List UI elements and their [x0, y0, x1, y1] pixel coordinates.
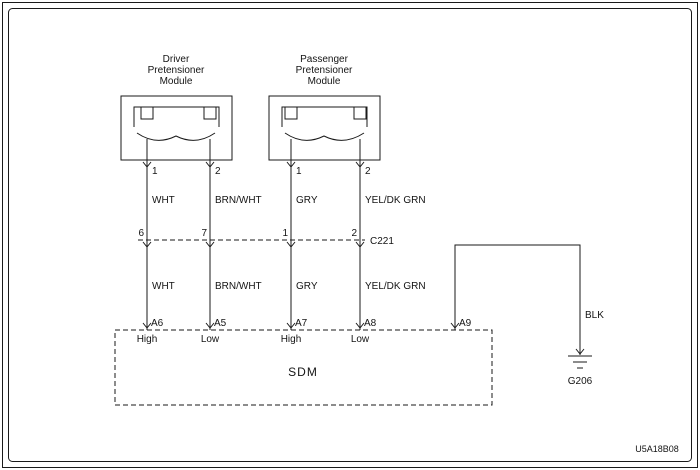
sdm-pin-a6: A6 — [151, 318, 164, 329]
c221-pin-6: 6 — [138, 228, 144, 239]
sdm-pin-a5: A5 — [214, 318, 227, 329]
sdm-signal-high-2: High — [281, 334, 302, 345]
arrow-down-icon — [286, 161, 296, 168]
sdm-signal-low-2: Low — [351, 334, 370, 345]
ground-branch: BLK G206 — [568, 310, 604, 387]
sdm-label: SDM — [288, 365, 318, 379]
passenger-module-name-line3: Module — [308, 76, 341, 87]
inner-border — [8, 8, 692, 462]
module-pin-arrows: 1 2 1 2 — [142, 161, 371, 177]
sdm-box — [114, 329, 493, 406]
driver-module-name-line1: Driver — [163, 54, 190, 65]
wire-label-blk: BLK — [585, 310, 604, 321]
wire-label-wht: WHT — [152, 281, 175, 292]
connector-c221: 6 7 1 2 C221 — [138, 228, 394, 248]
sdm-pin-a9: A9 — [459, 318, 472, 329]
arrow-down-icon — [286, 322, 296, 329]
passenger-module-name-line1: Passenger — [300, 54, 348, 65]
arrow-down-icon — [142, 241, 152, 248]
passenger-module-name-line2: Pretensioner — [296, 65, 353, 76]
upper-wire-labels: WHT BRN/WHT GRY YEL/DK GRN — [152, 195, 426, 206]
driver-pin-2-label: 2 — [215, 166, 221, 177]
driver-pretensioner-symbol-icon — [133, 106, 220, 160]
passenger-pretensioner-symbol-icon — [281, 106, 368, 160]
c221-pin-2: 2 — [351, 228, 357, 239]
c221-pin-1: 1 — [282, 228, 288, 239]
passenger-pin-2-label: 2 — [365, 166, 371, 177]
arrow-down-icon — [355, 241, 365, 248]
c221-pin-7: 7 — [201, 228, 207, 239]
ground-id-label: G206 — [568, 376, 593, 387]
arrow-down-icon — [575, 348, 585, 355]
arrow-down-icon — [355, 161, 365, 168]
passenger-module-box — [268, 95, 381, 161]
wire-ground-line — [454, 244, 581, 355]
arrow-down-icon — [205, 322, 215, 329]
driver-module-name-line3: Module — [160, 76, 193, 87]
wire-label-brn-wht: BRN/WHT — [215, 281, 262, 292]
arrow-down-icon — [286, 241, 296, 248]
sdm-pin-a7: A7 — [295, 318, 308, 329]
wire-label-yel-dkgrn: YEL/DK GRN — [365, 281, 426, 292]
wire-label-yel-dkgrn: YEL/DK GRN — [365, 195, 426, 206]
driver-module-name-line2: Pretensioner — [148, 65, 205, 76]
arrow-down-icon — [450, 322, 460, 329]
wire-label-gry: GRY — [296, 281, 318, 292]
passenger-pin-1-label: 1 — [296, 166, 302, 177]
c221-label: C221 — [370, 236, 394, 247]
sdm-pin-a8: A8 — [364, 318, 377, 329]
arrow-down-icon — [355, 322, 365, 329]
sdm-signal-high-1: High — [137, 334, 158, 345]
arrow-down-icon — [205, 241, 215, 248]
wire-label-wht: WHT — [152, 195, 175, 206]
driver-pretensioner-module: Driver Pretensioner Module — [120, 54, 233, 161]
passenger-pretensioner-module: Passenger Pretensioner Module — [268, 54, 381, 161]
sdm-signal-low-1: Low — [201, 334, 220, 345]
driver-module-box — [120, 95, 233, 161]
lower-wire-labels: WHT BRN/WHT GRY YEL/DK GRN — [152, 281, 426, 292]
wire-label-gry: GRY — [296, 195, 318, 206]
ground-symbol-icon — [568, 355, 592, 369]
sdm-module: A6 A5 A7 A8 A9 High Low High Low SDM — [114, 318, 493, 406]
wire-lines — [146, 160, 581, 355]
driver-pin-1-label: 1 — [152, 166, 158, 177]
arrow-down-icon — [142, 161, 152, 168]
diagram-code: U5A18B08 — [635, 444, 679, 454]
arrow-down-icon — [142, 322, 152, 329]
arrow-down-icon — [205, 161, 215, 168]
wire-label-brn-wht: BRN/WHT — [215, 195, 262, 206]
